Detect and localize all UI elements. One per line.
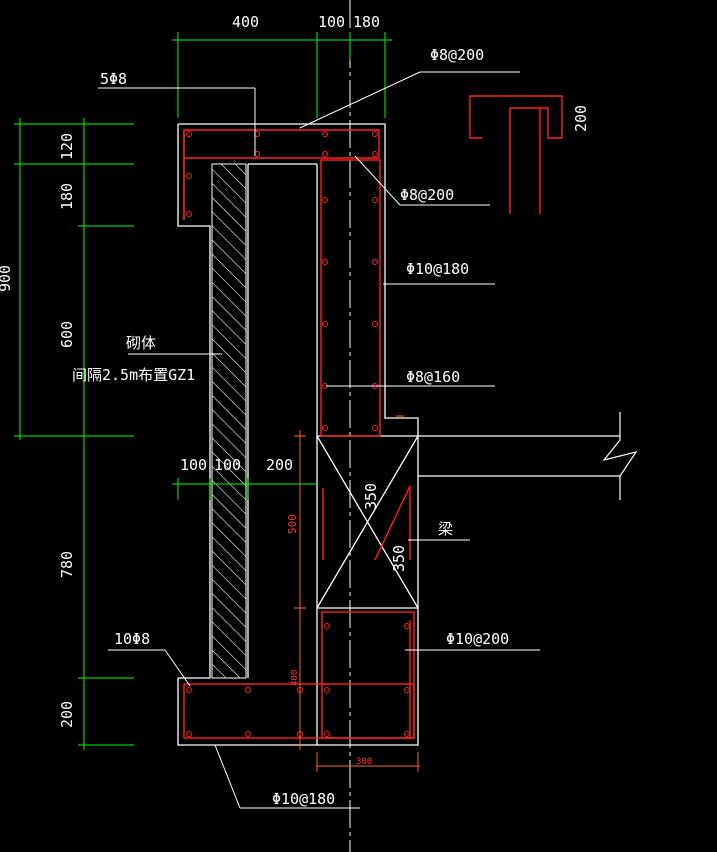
label-5phi8: 5Φ8 bbox=[100, 70, 127, 88]
label-phi10-180-mid: Φ10@180 bbox=[406, 260, 469, 278]
leader-lines bbox=[98, 71, 540, 809]
label-phi8-200-top: Φ8@200 bbox=[430, 46, 484, 64]
slab bbox=[418, 412, 638, 500]
dim-beam-350b: 350 bbox=[390, 545, 408, 572]
dim-mid-100a: 100 bbox=[180, 456, 207, 474]
label-10phi8: 10Φ8 bbox=[114, 630, 150, 648]
label-phi10-180-bottom: Φ10@180 bbox=[272, 790, 335, 808]
dim-base-400: 400 bbox=[290, 670, 300, 686]
dim-top-180: 180 bbox=[353, 13, 380, 31]
label-gz1: 间隔2.5m布置GZ1 bbox=[72, 366, 195, 384]
label-masonry: 砌体 bbox=[126, 334, 156, 352]
section-outline bbox=[177, 123, 419, 746]
dim-beam-350a: 350 bbox=[362, 483, 380, 510]
dim-mid-200: 200 bbox=[266, 456, 293, 474]
dim-top-100: 100 bbox=[318, 13, 345, 31]
dim-hook-200: 200 bbox=[572, 105, 590, 132]
dim-top-400: 400 bbox=[232, 13, 259, 31]
dim-left-200: 200 bbox=[58, 701, 76, 728]
label-phi8-200-mid: Φ8@200 bbox=[400, 186, 454, 204]
masonry-hatch bbox=[211, 163, 247, 679]
dim-left-600: 600 bbox=[58, 321, 76, 348]
red-dimension-lines bbox=[294, 415, 420, 772]
dim-left-900: 900 bbox=[0, 265, 14, 292]
rebar-lines bbox=[183, 95, 563, 739]
dim-mid-100b: 100 bbox=[214, 456, 241, 474]
label-beam: 梁 bbox=[438, 520, 453, 538]
label-phi10-200: Φ10@200 bbox=[446, 630, 509, 648]
dim-left-120: 120 bbox=[58, 133, 76, 160]
label-phi8-160: Φ8@160 bbox=[406, 368, 460, 386]
dim-left-780: 780 bbox=[58, 551, 76, 578]
rebar-dots bbox=[186, 131, 410, 737]
dim-beam-500: 500 bbox=[286, 514, 299, 534]
dim-left-180: 180 bbox=[58, 183, 76, 210]
dim-base-300: 300 bbox=[356, 757, 372, 767]
dimension-lines bbox=[14, 32, 392, 750]
